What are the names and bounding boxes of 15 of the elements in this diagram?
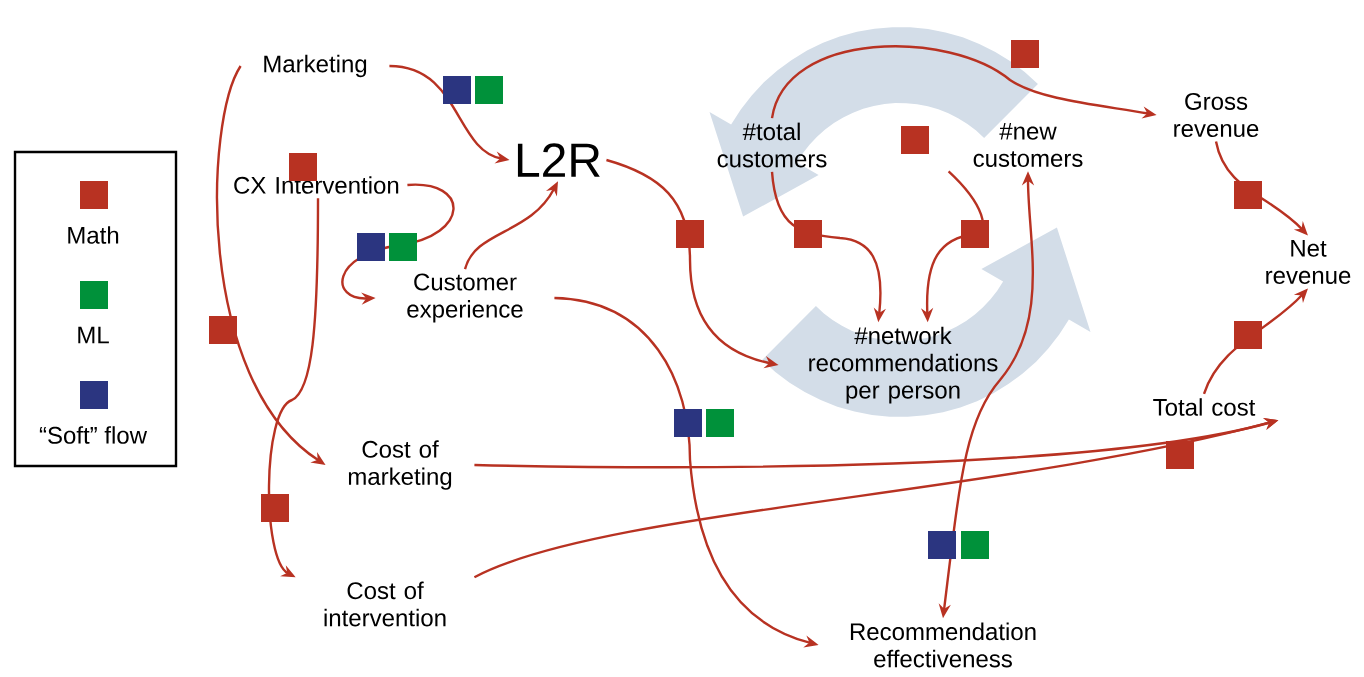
variable-label: L2R (517, 143, 600, 177)
variable-label: Total cost (1153, 398, 1256, 416)
variable-label: #total customers (717, 122, 827, 168)
variable-label: Cost of intervention (324, 581, 446, 627)
variable-label: Cost of marketing (348, 440, 452, 490)
legend-label: Math (68, 226, 119, 244)
variable-label: Customer experience (407, 273, 523, 323)
variable-label: Gross revenue (1174, 92, 1259, 138)
variable-label: #new customers (973, 123, 1083, 167)
variable-label: Recommendation effectiveness (850, 622, 1036, 668)
variable-label: CX Intervention (234, 176, 399, 194)
legend-label: ML (78, 326, 109, 344)
variable-label: Net revenue (1266, 240, 1351, 284)
variable-label: Marketing (264, 54, 367, 78)
legend-label: “Soft” flow (39, 426, 148, 444)
